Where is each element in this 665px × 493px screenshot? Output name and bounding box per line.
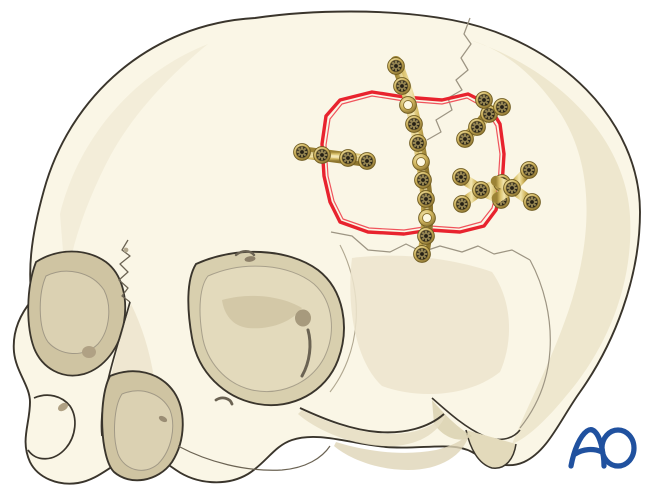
infratemporal-shade bbox=[334, 432, 470, 470]
craniotomy-posterior-lobe bbox=[402, 92, 506, 234]
long-plate-hole-9[interactable] bbox=[418, 209, 436, 227]
x-plate-medial-hole-nw[interactable] bbox=[452, 168, 470, 186]
x-plate-lateral-hole-ne[interactable] bbox=[520, 161, 538, 179]
optic-foramen-far bbox=[82, 346, 96, 358]
mastoid-tip bbox=[465, 429, 517, 469]
craniotomy-outline bbox=[320, 90, 506, 236]
long-plate-hole-3[interactable] bbox=[399, 96, 417, 114]
frontal-shading bbox=[60, 44, 208, 288]
long-plate-hole-4[interactable] bbox=[405, 115, 423, 133]
long-plate-hole-11[interactable] bbox=[413, 245, 431, 263]
orbit-left-far-inner bbox=[39, 270, 110, 354]
long-plate-hole-8[interactable] bbox=[417, 190, 435, 208]
x-plate-medial-hole-c[interactable] bbox=[472, 181, 490, 199]
x-plate-medial-hole-sw[interactable] bbox=[453, 195, 471, 213]
straight-plate-hole-3[interactable] bbox=[339, 149, 357, 167]
coronal-suture bbox=[426, 17, 472, 141]
long-plate-hole-6[interactable] bbox=[412, 153, 430, 171]
zygomatic-arch-shade bbox=[298, 410, 446, 447]
x-plate-lateral[interactable] bbox=[490, 161, 541, 211]
y-plate-hole-5[interactable] bbox=[493, 98, 511, 116]
craniotomy-inner-highlight bbox=[325, 95, 431, 231]
long-straight-plate[interactable] bbox=[387, 56, 436, 263]
long-plate-hole-10[interactable] bbox=[417, 227, 435, 245]
y-plate[interactable] bbox=[456, 91, 511, 148]
optic-canal bbox=[295, 309, 311, 327]
temporal-fossa-shading bbox=[350, 255, 510, 395]
y-plate-hole-2[interactable] bbox=[468, 118, 486, 136]
x-plate-lateral-hole-c[interactable] bbox=[503, 179, 521, 197]
long-plate-hole-2[interactable] bbox=[393, 77, 411, 95]
ao-foundation-logo bbox=[568, 427, 637, 469]
nasion-suture bbox=[118, 239, 131, 303]
foramen-mark-b bbox=[158, 415, 168, 423]
craniotomy-anterior-lobe bbox=[320, 90, 432, 236]
eam-shadow bbox=[432, 400, 472, 440]
straight-plate-hole-2[interactable] bbox=[313, 146, 331, 164]
long-plate-hole-1[interactable] bbox=[387, 57, 405, 75]
temporal-line-posterior bbox=[519, 259, 551, 429]
y-plate-hole-4[interactable] bbox=[475, 91, 493, 109]
ao-logo-o-glyph bbox=[599, 427, 637, 469]
orbit-inner-wall bbox=[222, 295, 302, 329]
straight-plate-hole-1[interactable] bbox=[293, 143, 311, 161]
infraorbital-foramen-far bbox=[57, 402, 69, 412]
supraorbital-notch bbox=[234, 250, 256, 257]
vault-shading bbox=[470, 40, 631, 444]
foramen-mark-a bbox=[244, 256, 256, 262]
ao-logo-a-crossbar bbox=[572, 446, 605, 457]
zygomatic-arch bbox=[299, 407, 445, 434]
long-plate-hole-7[interactable] bbox=[414, 171, 432, 189]
maxilla-front bbox=[27, 394, 76, 460]
skull-body bbox=[12, 10, 641, 485]
four-hole-straight-plate[interactable] bbox=[293, 143, 376, 170]
straight-plate-hole-4[interactable] bbox=[358, 152, 376, 170]
inferior-orbital-fissure bbox=[300, 328, 312, 378]
x-plate-lateral-hole-se[interactable] bbox=[523, 193, 541, 211]
nasal-aperture-inner bbox=[114, 390, 174, 471]
squamosal-suture bbox=[330, 231, 531, 261]
long-plate-hole-5[interactable] bbox=[409, 134, 427, 152]
maxilla-body-line bbox=[177, 445, 331, 471]
zygomaticofacial-foramen bbox=[214, 396, 234, 406]
foramen-mark-c bbox=[123, 247, 129, 253]
craniotomy-inner-highlight-post bbox=[403, 97, 501, 229]
